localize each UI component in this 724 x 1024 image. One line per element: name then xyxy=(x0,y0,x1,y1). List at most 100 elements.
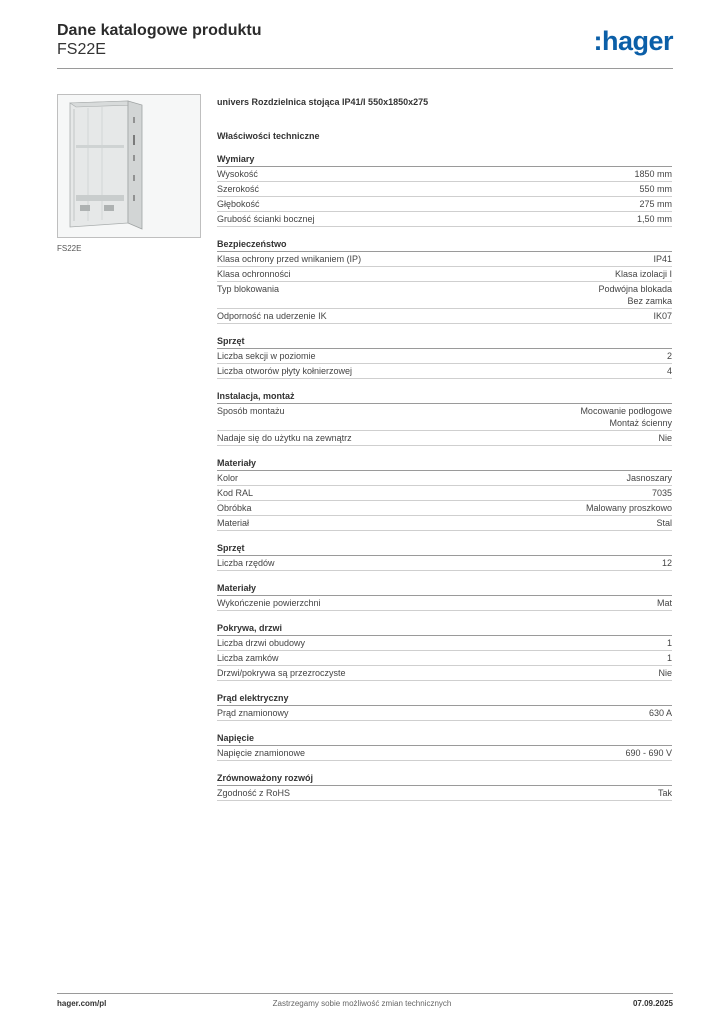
spec-row: Klasa ochrony przed wnikaniem (IP) IP41 xyxy=(217,252,672,267)
spec-row: Liczba rzędów 12 xyxy=(217,556,672,571)
spec-label: Kod RAL xyxy=(217,488,254,498)
spec-label: Klasa ochronności xyxy=(217,269,291,279)
spec-label: Liczba drzwi obudowy xyxy=(217,638,306,648)
section-title: Materiały xyxy=(217,457,672,471)
footer-date: 07.09.2025 xyxy=(632,999,673,1008)
header-divider xyxy=(57,68,673,69)
spec-value: 12 xyxy=(661,558,672,568)
product-code: FS22E xyxy=(57,41,106,58)
section-title: Sprzęt xyxy=(217,542,672,556)
spec-row: Liczba sekcji w poziomie 2 xyxy=(217,349,672,364)
spec-value: Nie xyxy=(658,668,672,678)
spec-row: Wykończenie powierzchni Mat xyxy=(217,596,672,611)
spec-value: IK07 xyxy=(653,311,672,321)
section-title: Napięcie xyxy=(217,732,672,746)
spec-row: Drzwi/pokrywa są przezroczyste Nie xyxy=(217,666,672,681)
spec-label: Prąd znamionowy xyxy=(217,708,289,718)
spec-content: univers Rozdzielnica stojąca IP41/I 550x… xyxy=(217,95,672,801)
spec-row: Wysokość 1850 mm xyxy=(217,167,672,182)
spec-label: Liczba zamków xyxy=(217,653,279,663)
spec-value: Nie xyxy=(658,433,672,443)
spec-value: 4 xyxy=(666,366,672,376)
enclosure-illustration xyxy=(69,100,143,230)
properties-title: Właściwości techniczne xyxy=(217,131,320,141)
spec-label: Liczba otworów płyty kołnierzowej xyxy=(217,366,353,376)
spec-value: 2 xyxy=(666,351,672,361)
spec-label: Szerokość xyxy=(217,184,260,194)
section-title: Instalacja, montaż xyxy=(217,390,672,404)
spec-row: Obróbka Malowany proszkowo xyxy=(217,501,672,516)
footer-divider xyxy=(57,993,673,994)
spec-value: 1850 mm xyxy=(634,169,672,179)
spec-value: IP41 xyxy=(653,254,672,264)
spec-row: Grubość ścianki bocznej 1,50 mm xyxy=(217,212,672,227)
spec-value: 690 - 690 V xyxy=(625,748,672,758)
product-image xyxy=(57,94,201,238)
spec-row: Napięcie znamionowe 690 - 690 V xyxy=(217,746,672,761)
spec-label: Materiał xyxy=(217,518,250,528)
spec-row: Sposób montażu Mocowanie podłogowe Montaż… xyxy=(217,404,672,431)
section-title: Sprzęt xyxy=(217,335,672,349)
spec-label: Klasa ochrony przed wnikaniem (IP) xyxy=(217,254,362,264)
spec-label: Odporność na uderzenie IK xyxy=(217,311,327,321)
spec-label: Napięcie znamionowe xyxy=(217,748,306,758)
spec-row: Klasa ochronności Klasa izolacji I xyxy=(217,267,672,282)
footer-disclaimer: Zastrzegamy sobie możliwość zmian techni… xyxy=(272,999,452,1008)
spec-value: 1 xyxy=(666,638,672,648)
spec-label: Typ blokowania xyxy=(217,284,280,294)
spec-row: Odporność na uderzenie IK IK07 xyxy=(217,309,672,324)
spec-value: Podwójna blokada Bez zamka xyxy=(598,284,672,306)
spec-label: Wysokość xyxy=(217,169,258,179)
section-title: Materiały xyxy=(217,582,672,596)
spec-value: Mocowanie podłogowe Montaż ścienny xyxy=(580,406,672,428)
spec-value: Mat xyxy=(656,598,672,608)
spec-value: 275 mm xyxy=(639,199,672,209)
spec-value: Malowany proszkowo xyxy=(585,503,672,513)
spec-value: Klasa izolacji I xyxy=(614,269,672,279)
spec-label: Sposób montażu xyxy=(217,406,285,416)
spec-label: Wykończenie powierzchni xyxy=(217,598,321,608)
spec-row: Kod RAL 7035 xyxy=(217,486,672,501)
spec-label: Kolor xyxy=(217,473,239,483)
spec-value: Jasnoszary xyxy=(626,473,672,483)
spec-value: Stal xyxy=(656,518,672,528)
spec-value: 1,50 mm xyxy=(636,214,672,224)
spec-label: Liczba sekcji w poziomie xyxy=(217,351,316,361)
section-title: Bezpieczeństwo xyxy=(217,238,672,252)
spec-row: Typ blokowania Podwójna blokada Bez zamka xyxy=(217,282,672,309)
spec-label: Obróbka xyxy=(217,503,252,513)
footer-website[interactable]: hager.com/pl xyxy=(57,999,107,1008)
section-title: Pokrywa, drzwi xyxy=(217,622,672,636)
page-title: Dane katalogowe produktu xyxy=(57,22,262,39)
spec-value: 630 A xyxy=(648,708,672,718)
product-line: univers Rozdzielnica stojąca IP41/I 550x… xyxy=(217,97,429,107)
spec-label: Zgodność z RoHS xyxy=(217,788,291,798)
spec-row: Liczba drzwi obudowy 1 xyxy=(217,636,672,651)
spec-label: Grubość ścianki bocznej xyxy=(217,214,315,224)
spec-row: Prąd znamionowy 630 A xyxy=(217,706,672,721)
spec-row: Kolor Jasnoszary xyxy=(217,471,672,486)
spec-value: 7035 xyxy=(651,488,672,498)
spec-label: Drzwi/pokrywa są przezroczyste xyxy=(217,668,346,678)
section-title: Zrównoważony rozwój xyxy=(217,772,672,786)
spec-label: Liczba rzędów xyxy=(217,558,275,568)
hager-logo[interactable]: :hager xyxy=(593,26,673,56)
section-title: Prąd elektryczny xyxy=(217,692,672,706)
